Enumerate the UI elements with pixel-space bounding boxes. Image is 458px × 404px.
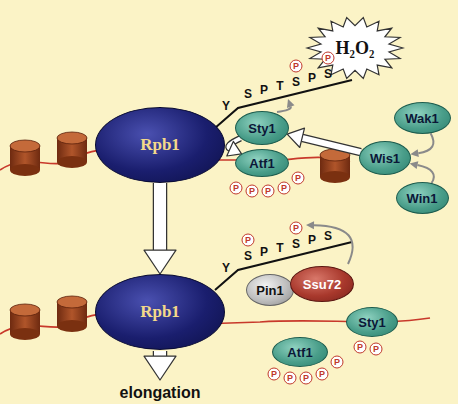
ctd-residue: Y — [222, 100, 230, 112]
factor-ellipse: Atf1 — [272, 337, 328, 367]
polymerase-ellipse: Rpb1 — [95, 274, 225, 350]
arrow-shaft — [302, 138, 361, 152]
ctd-residue: S — [292, 238, 300, 250]
ctd-residue: S — [244, 250, 252, 262]
arrow-head — [306, 221, 314, 229]
outcome-label: elongation — [120, 384, 201, 402]
node-label: Atf1 — [249, 156, 274, 171]
arrow-head — [287, 128, 304, 147]
signal-arrow — [227, 138, 242, 156]
phosphatase-ellipse: Ssu72 — [290, 266, 354, 302]
node-label: Rpb1 — [140, 302, 180, 322]
phospho-badge: P — [290, 60, 303, 73]
polymerase-ellipse: Rpb1 — [95, 107, 225, 183]
phospho-badge: P — [331, 356, 344, 369]
node-label: Pin1 — [256, 283, 283, 298]
phospho-badge: P — [322, 52, 335, 65]
ctd-residue: Y — [222, 262, 230, 274]
ctd-residue: P — [308, 234, 316, 246]
ctd-residue: S — [292, 76, 300, 88]
phospho-badge: P — [230, 182, 243, 195]
arrow-head — [287, 99, 295, 108]
kinase-ellipse: Sty1 — [346, 307, 398, 337]
signal-arrow — [287, 128, 360, 152]
arrow-outline — [302, 138, 361, 152]
phospho-badge: P — [284, 372, 297, 385]
phospho-badge: P — [292, 172, 305, 185]
arrow-head — [144, 356, 176, 380]
phospho-badge: P — [268, 368, 281, 381]
phospho-badge: P — [242, 234, 255, 247]
phospho-badge: P — [316, 368, 329, 381]
node-label: Wak1 — [405, 111, 438, 126]
phospho-badge: P — [246, 185, 259, 198]
node-label: Atf1 — [287, 345, 312, 360]
arrow-head — [410, 161, 419, 169]
arrow-shaft — [154, 183, 166, 250]
node-label: Sty1 — [248, 121, 275, 136]
signal-arrow — [410, 161, 434, 183]
node-label: Rpb1 — [140, 135, 180, 155]
phospho-badge: P — [300, 372, 313, 385]
node-label: Wis1 — [370, 151, 400, 166]
arrow-outline — [153, 183, 168, 250]
nucleosome — [320, 149, 350, 183]
ctd-residue: P — [260, 84, 268, 96]
signal-arrow — [144, 183, 176, 274]
node-label: Ssu72 — [303, 277, 341, 292]
isomerase-ellipse: Pin1 — [246, 274, 294, 306]
arrow-head — [144, 250, 176, 274]
nucleosome — [10, 304, 40, 340]
stimulus-starburst: H₂O₂ — [305, 15, 405, 81]
nucleosome — [57, 296, 87, 332]
node-label: H₂O₂ — [336, 38, 375, 59]
phospho-badge: P — [370, 343, 383, 356]
node-label: Sty1 — [358, 315, 385, 330]
arrow-outline — [153, 351, 168, 356]
arrow-shaft — [277, 107, 291, 112]
nucleosome — [57, 132, 87, 168]
ctd-residue: T — [276, 242, 283, 254]
kinase-ellipse: Sty1 — [235, 111, 289, 145]
arrow-shaft — [314, 225, 353, 264]
ctd-residue: S — [244, 88, 252, 100]
ctd-residue: T — [276, 80, 283, 92]
phospho-badge: P — [290, 222, 303, 235]
signal-arrow — [410, 133, 433, 157]
phospho-badge: P — [278, 182, 291, 195]
ctd-residue: P — [260, 246, 268, 258]
kinase-ellipse: Win1 — [396, 182, 449, 214]
phospho-badge: P — [262, 185, 275, 198]
factor-ellipse: Atf1 — [235, 149, 289, 177]
kinase-ellipse: Wak1 — [394, 102, 451, 134]
arrow-shaft — [417, 165, 433, 183]
arrow-shaft — [418, 133, 433, 153]
arrow-shaft — [154, 351, 166, 356]
phospho-badge: P — [354, 341, 367, 354]
arrow-head — [410, 149, 418, 157]
ctd-residue: P — [308, 72, 316, 84]
kinase-ellipse: Wis1 — [359, 141, 411, 175]
nucleosome — [10, 140, 40, 176]
node-label: Win1 — [407, 191, 438, 206]
ctd-residue: S — [324, 230, 332, 242]
ctd-residue: S — [324, 68, 332, 80]
